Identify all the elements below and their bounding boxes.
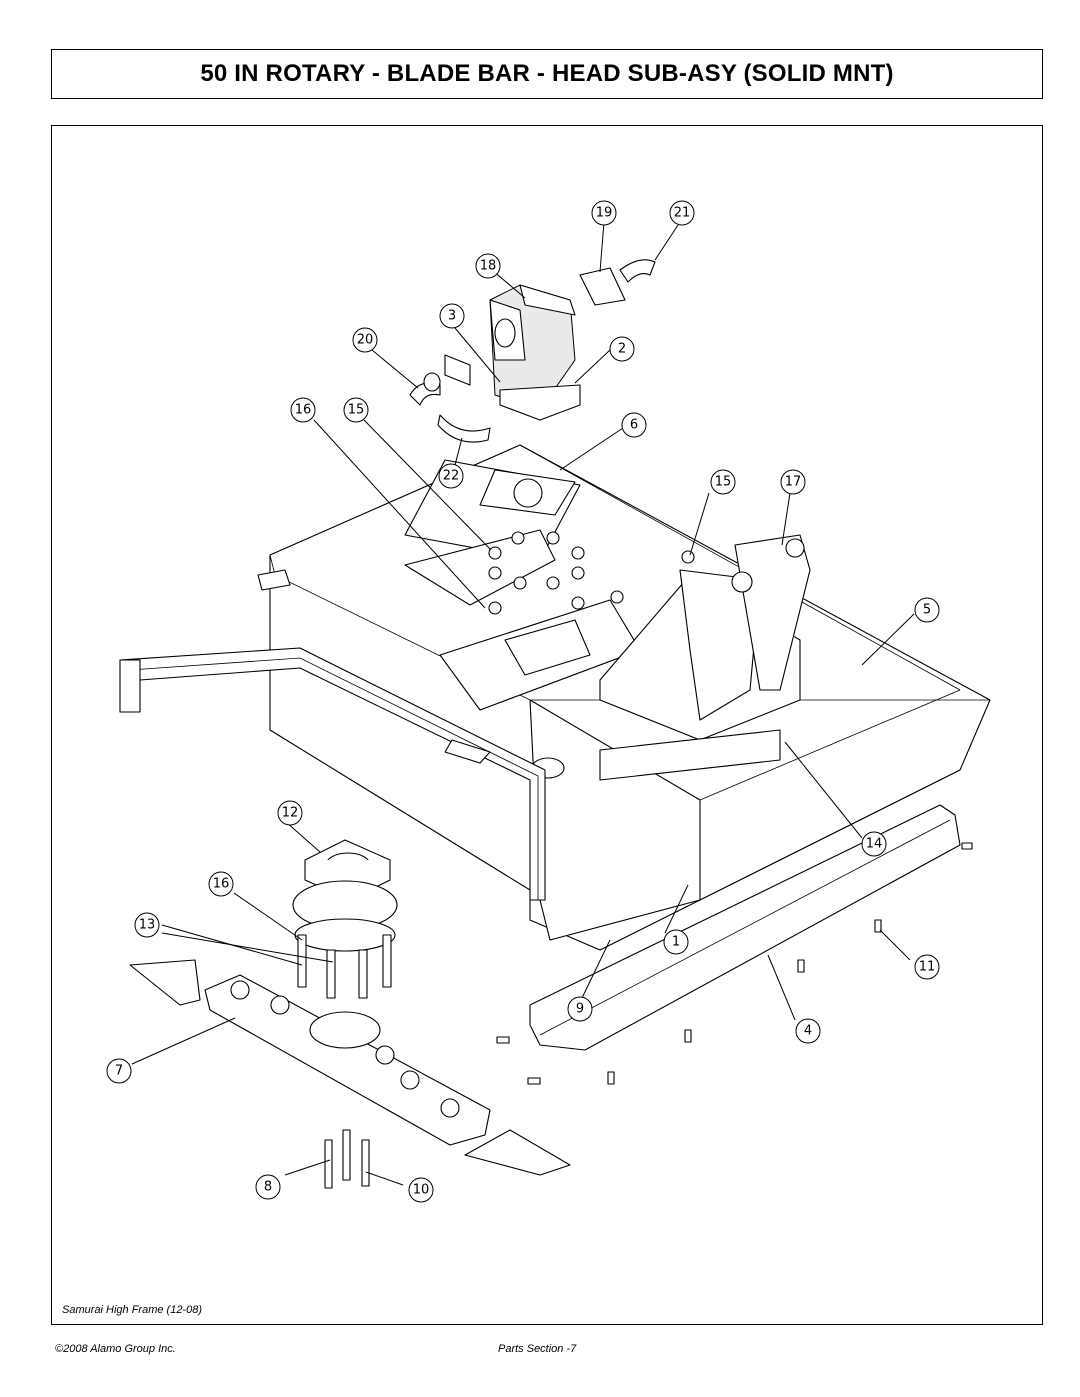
title-box: 50 IN ROTARY - BLADE BAR - HEAD SUB-ASY … bbox=[51, 49, 1043, 99]
svg-text:15: 15 bbox=[348, 403, 365, 418]
loose-bolts bbox=[496, 842, 973, 1085]
callout-16-top: 16 bbox=[290, 397, 316, 423]
callout-6: 6 bbox=[621, 412, 647, 438]
svg-text:1: 1 bbox=[672, 935, 680, 950]
hydraulic-fittings-left bbox=[409, 354, 491, 443]
callout-11: 11 bbox=[914, 954, 940, 980]
mounting-plate bbox=[404, 459, 641, 711]
svg-text:16: 16 bbox=[295, 403, 312, 418]
callout-9: 9 bbox=[567, 996, 593, 1022]
blade-bolts bbox=[324, 1129, 370, 1189]
callout-17: 17 bbox=[780, 469, 806, 495]
svg-text:8: 8 bbox=[264, 1180, 272, 1195]
hydraulic-fittings-right bbox=[579, 259, 656, 306]
svg-text:14: 14 bbox=[866, 837, 883, 852]
svg-text:15: 15 bbox=[715, 475, 732, 490]
callout-5: 5 bbox=[914, 597, 940, 623]
callout-19: 19 bbox=[591, 200, 617, 226]
svg-text:17: 17 bbox=[785, 475, 802, 490]
copyright-text: ©2008 Alamo Group Inc. bbox=[55, 1343, 176, 1355]
blade-bar bbox=[129, 959, 571, 1176]
callout-4: 4 bbox=[795, 1018, 821, 1044]
callout-8: 8 bbox=[255, 1174, 281, 1200]
callout-3: 3 bbox=[439, 303, 465, 329]
svg-text:9: 9 bbox=[576, 1002, 584, 1017]
page-title: 50 IN ROTARY - BLADE BAR - HEAD SUB-ASY … bbox=[200, 60, 894, 87]
spindle-bolts bbox=[297, 934, 392, 999]
callout-7: 7 bbox=[106, 1058, 132, 1084]
svg-text:6: 6 bbox=[630, 418, 638, 433]
svg-text:3: 3 bbox=[448, 309, 456, 324]
svg-text:20: 20 bbox=[357, 333, 374, 348]
front-tube-frame bbox=[119, 647, 546, 901]
skid-plate bbox=[529, 804, 961, 1051]
callout-13: 13 bbox=[134, 912, 160, 938]
callout-21: 21 bbox=[669, 200, 695, 226]
callout-20: 20 bbox=[352, 327, 378, 353]
diagram-subtitle: Samurai High Frame (12-08) bbox=[62, 1304, 202, 1316]
svg-text:5: 5 bbox=[923, 603, 931, 618]
svg-text:10: 10 bbox=[413, 1183, 430, 1198]
svg-text:11: 11 bbox=[919, 960, 936, 975]
callout-1: 1 bbox=[663, 929, 689, 955]
callout-10: 10 bbox=[408, 1177, 434, 1203]
svg-text:16: 16 bbox=[213, 877, 230, 892]
callout-12: 12 bbox=[277, 800, 303, 826]
svg-text:2: 2 bbox=[618, 342, 626, 357]
spindle-hub bbox=[292, 839, 398, 952]
callout-18: 18 bbox=[475, 253, 501, 279]
svg-text:4: 4 bbox=[804, 1024, 812, 1039]
svg-text:22: 22 bbox=[443, 469, 460, 484]
leader-lines bbox=[131, 221, 915, 1186]
hitch-frame bbox=[599, 534, 811, 781]
svg-text:7: 7 bbox=[115, 1064, 123, 1079]
page-number: Parts Section -7 bbox=[498, 1343, 577, 1355]
svg-text:12: 12 bbox=[282, 806, 299, 821]
callout-14: 14 bbox=[861, 831, 887, 857]
callout-22: 22 bbox=[438, 463, 464, 489]
callout-15-top: 15 bbox=[343, 397, 369, 423]
gearbox bbox=[489, 284, 581, 421]
diagram-frame bbox=[51, 125, 1043, 1325]
callout-16: 16 bbox=[208, 871, 234, 897]
svg-text:19: 19 bbox=[596, 206, 613, 221]
svg-text:18: 18 bbox=[480, 259, 497, 274]
callout-2: 2 bbox=[609, 336, 635, 362]
svg-text:13: 13 bbox=[139, 918, 156, 933]
svg-text:21: 21 bbox=[674, 206, 691, 221]
callout-15: 15 bbox=[710, 469, 736, 495]
